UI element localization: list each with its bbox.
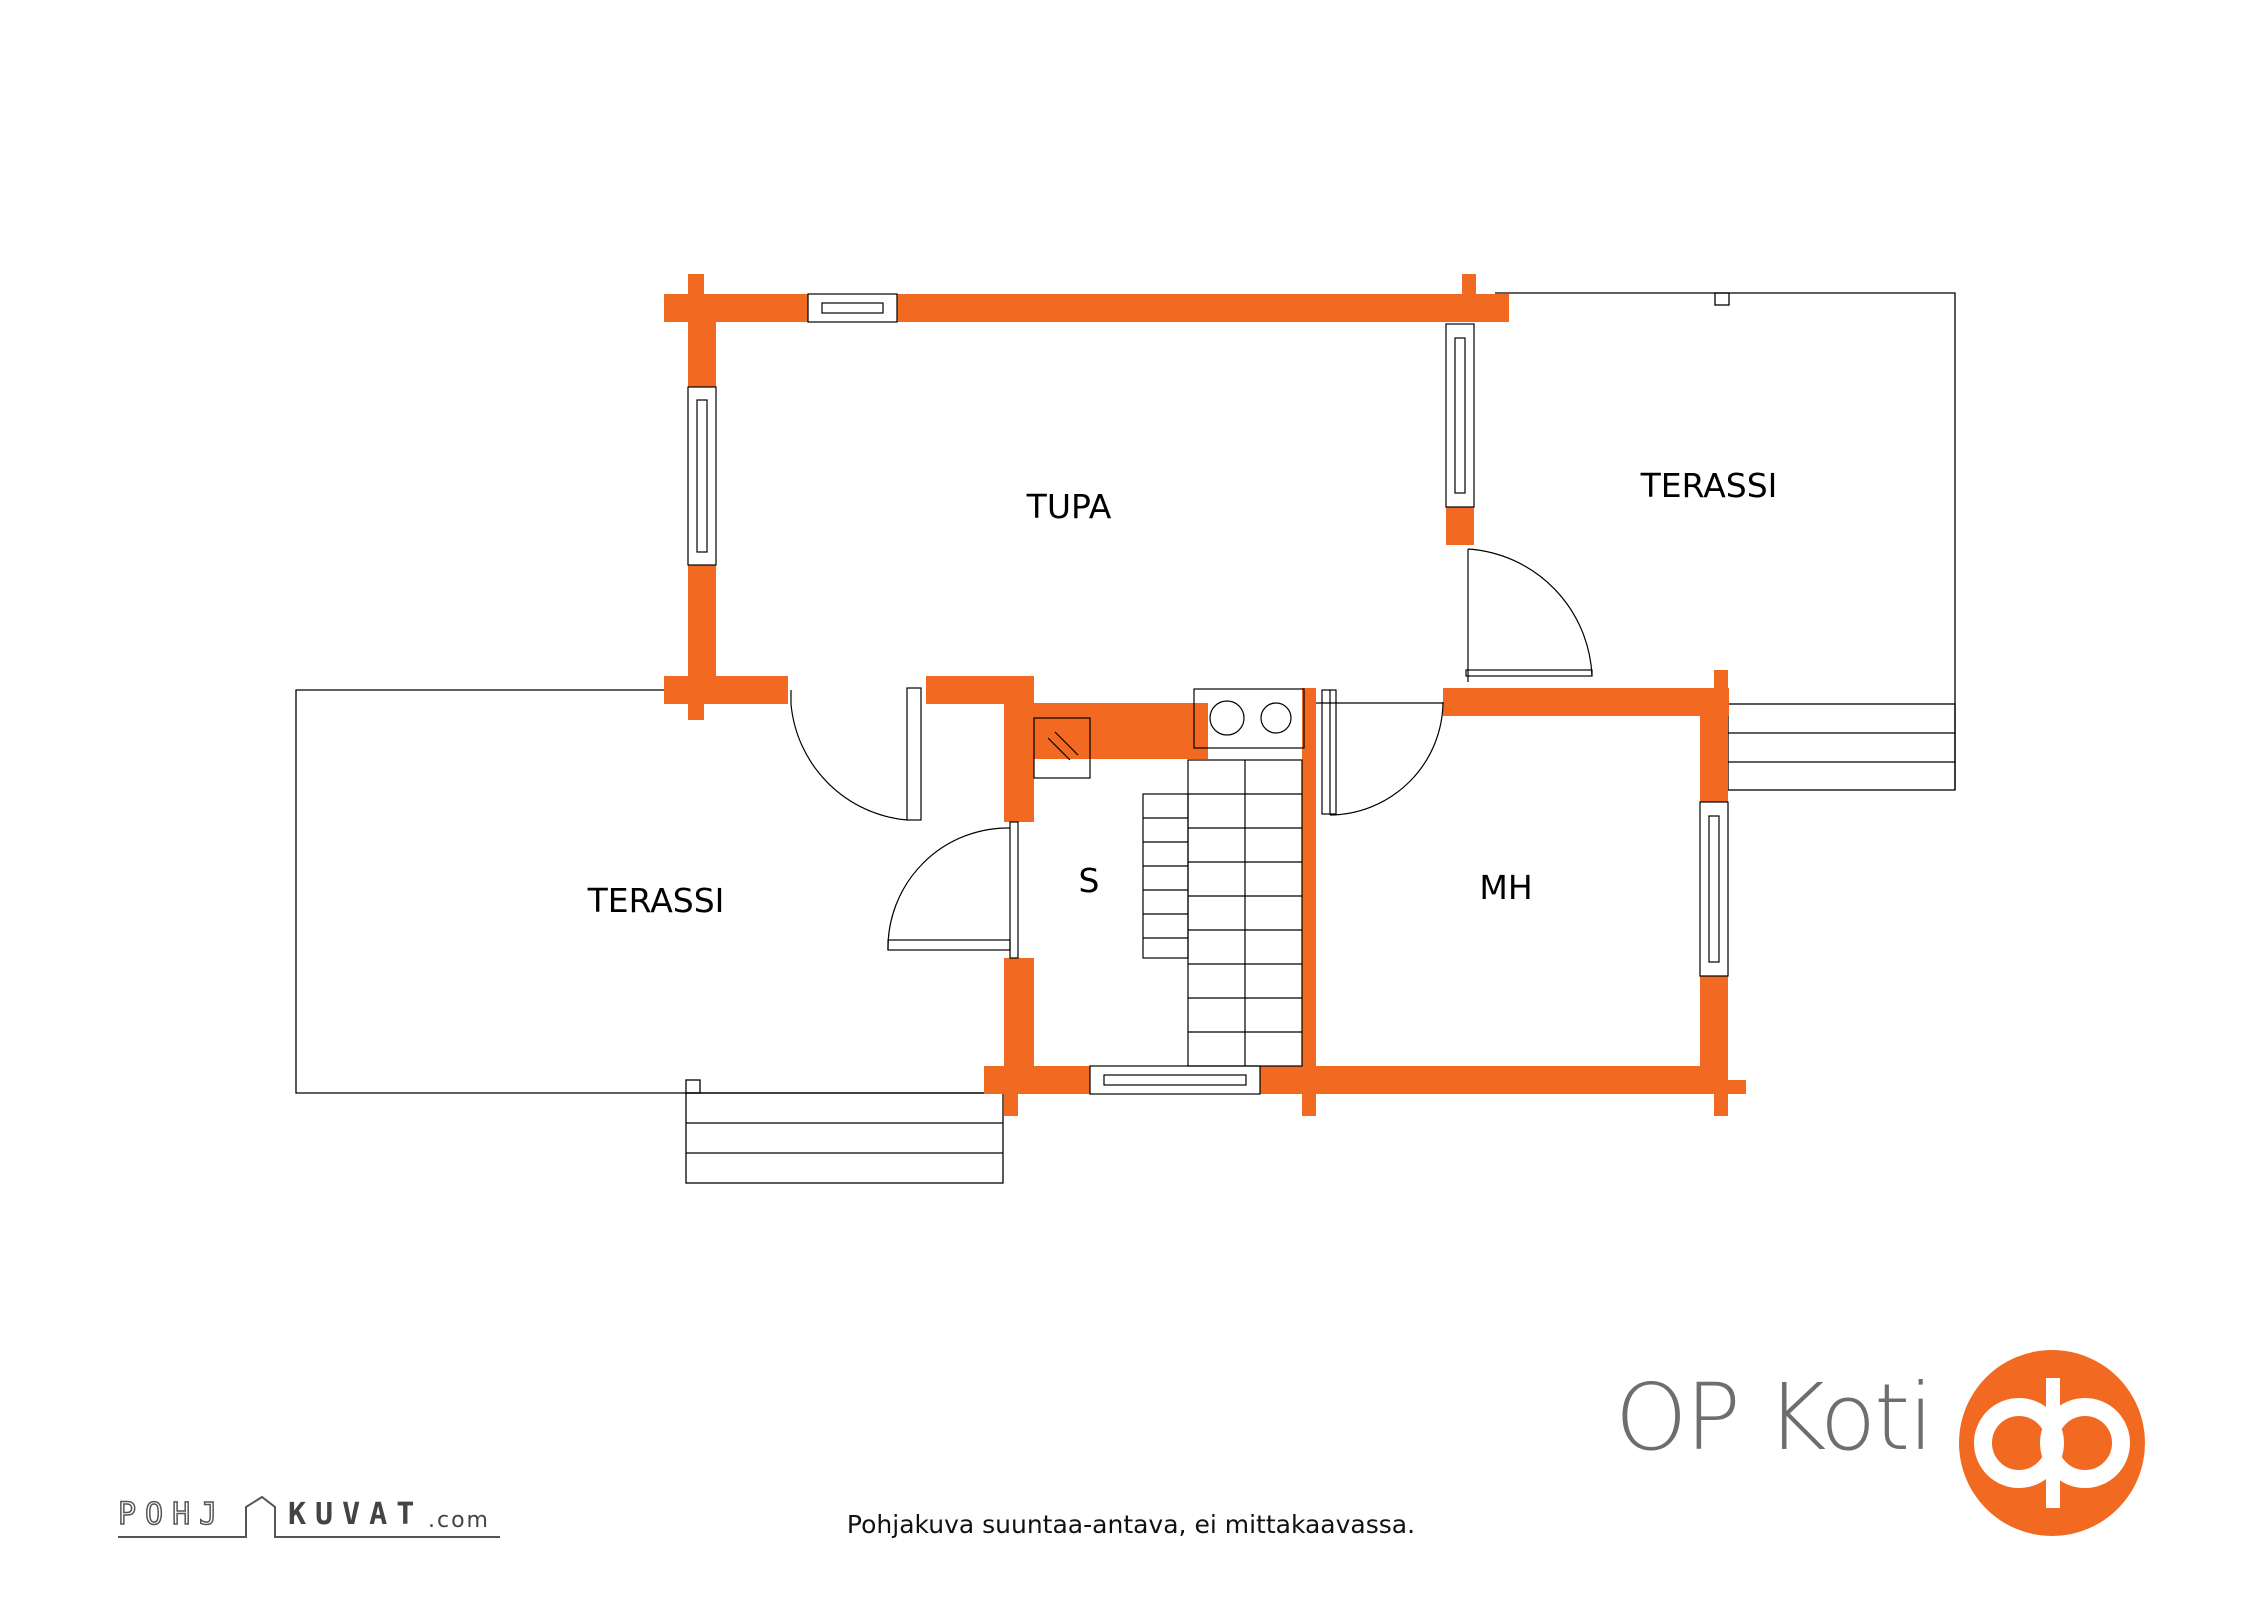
window-tupa-top [807, 293, 898, 323]
door-tupa-terrace-west [790, 687, 922, 821]
staircase [1142, 759, 1303, 1067]
credit-part2: KUVAT [288, 1497, 424, 1532]
terrace-outlines [295, 292, 1956, 1184]
op-logo-icon [1959, 1350, 2145, 1536]
fixtures [1033, 688, 1305, 1067]
credit-part1: POHJ [117, 1497, 227, 1532]
door-tupa-terrace-east [1465, 548, 1593, 682]
sauna-stove [1033, 717, 1091, 779]
doors [790, 548, 1593, 959]
room-label-tupa: TUPA [1026, 487, 1112, 526]
terrace-east-outline [1495, 292, 1956, 790]
steps-west [685, 1092, 1004, 1184]
window-sauna-bottom [1089, 1065, 1261, 1095]
credit-logo-line [118, 1495, 500, 1538]
terrace-west-post [685, 1079, 701, 1094]
walls [664, 274, 1746, 1116]
window-tupa-left [687, 386, 717, 566]
room-label-terassi-west: TERASSI [587, 881, 725, 920]
room-labels: TUPA TERASSI TERASSI S MH [587, 466, 1778, 920]
door-sauna [887, 821, 1019, 959]
credit-part3: .com [428, 1508, 490, 1533]
room-label-terassi-east: TERASSI [1640, 466, 1778, 505]
steps-east [1727, 703, 1956, 791]
window-tupa-right [1445, 323, 1475, 508]
cooktop [1193, 688, 1305, 749]
window-mh-right [1699, 801, 1729, 977]
terrace-east-post [1714, 292, 1730, 306]
windows [687, 293, 1729, 1095]
terrace-west-outline [295, 689, 1003, 1094]
room-label-sauna: S [1079, 861, 1100, 900]
disclaimer-caption: Pohjakuva suuntaa-antava, ei mittakaavas… [846, 1510, 1416, 1539]
brand-name: OP Koti [1615, 1364, 1934, 1471]
room-label-mh: MH [1479, 868, 1532, 907]
door-mh [1316, 689, 1444, 816]
